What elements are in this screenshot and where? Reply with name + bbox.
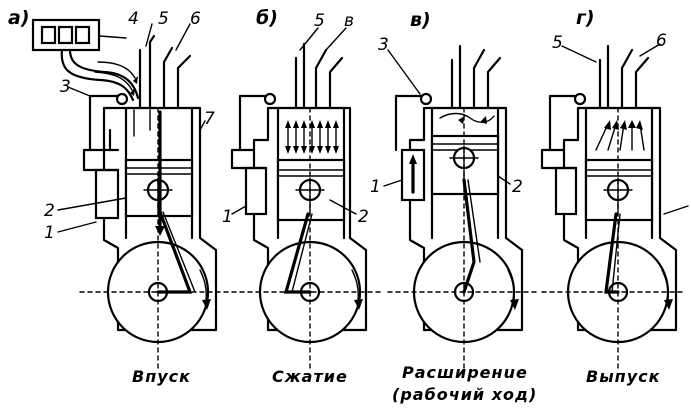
intake-port (138, 34, 156, 110)
caption-compression: Сжатие (272, 367, 348, 386)
panel-letter-b: б) (256, 7, 278, 29)
callout-5b: 5 (314, 11, 325, 31)
panel-compression: б) 5 в 1 2 Сжатие (222, 7, 381, 386)
callout-1c: 1 (370, 177, 381, 197)
callout-1b: 1 (222, 207, 233, 227)
caption-intake: Впуск (132, 367, 191, 386)
callout-6: 6 (190, 9, 201, 29)
fuel-pump-1b (244, 166, 268, 216)
caption-exhaust: Выпуск (586, 367, 661, 386)
callout-2c: 2 (512, 177, 523, 197)
fuel-pump-1 (94, 168, 120, 220)
callout-2: 2 (44, 201, 55, 221)
fuel-pump-1d (554, 166, 578, 216)
callout-1: 1 (44, 223, 55, 243)
panel-intake: a) 3 4 5 6 7 2 1 Впуск (8, 7, 229, 386)
exhaust-port (162, 46, 192, 110)
caption-expansion-line1: Расширенuе (402, 363, 528, 382)
display-cell-3 (74, 25, 91, 45)
callout-2b: 2 (358, 207, 369, 227)
callout-5: 5 (158, 9, 169, 29)
exhaust-arrows (595, 120, 645, 151)
display-cell-2 (57, 25, 74, 45)
panel-letter-a: a) (8, 7, 30, 29)
callout-7: 7 (204, 109, 215, 129)
callout-3: 3 (60, 77, 71, 97)
panel-letter-d: г) (576, 7, 595, 29)
caption-expansion-line2: (рабочий ход) (392, 385, 537, 404)
rocker-arm-3 (115, 92, 129, 106)
control-cable (60, 48, 135, 102)
callout-5d: 5 (552, 33, 563, 53)
display-cell-1 (40, 25, 57, 45)
callout-3c: 3 (378, 35, 389, 55)
panel-exhaust: г) 5 6 Выпуск (540, 7, 689, 386)
compression-arrows (285, 120, 339, 154)
callout-6d: 6 (656, 31, 667, 51)
callout-4: 4 (128, 9, 139, 29)
panel-expansion: в) 3 1 2 Расширенuе (рабочий ход) (370, 9, 537, 404)
callout-vb: в (344, 11, 354, 31)
panel-letter-c: в) (410, 9, 431, 31)
